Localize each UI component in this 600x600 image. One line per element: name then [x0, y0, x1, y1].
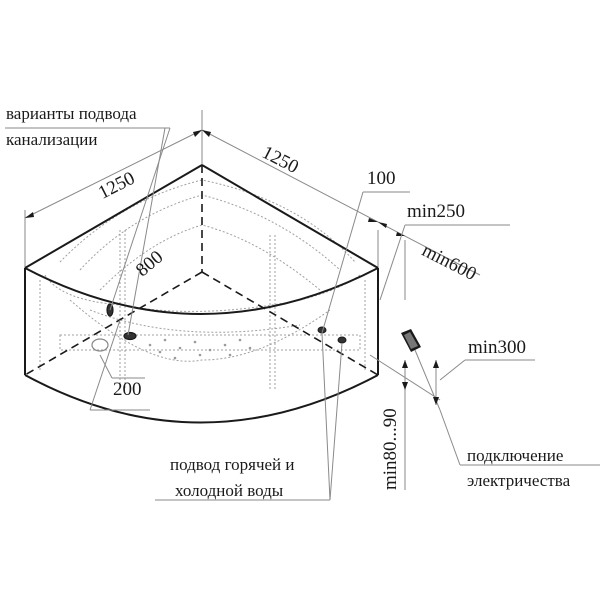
dimension-lines: [24, 110, 481, 300]
label-water-supply-1: подвод горячей и: [170, 455, 295, 474]
label-drain-options-line2: канализации: [6, 130, 98, 149]
electric-socket: [401, 329, 421, 352]
label-electric-1: подключение: [467, 446, 564, 465]
label-drain-options-line1: варианты подвода: [6, 104, 137, 123]
dimension-min300: min300: [468, 337, 527, 358]
label-water-supply-2: холодной воды: [175, 481, 284, 500]
label-drain-options-2: канализации: [6, 130, 97, 150]
dimension-floor-clearance: min80...90: [380, 408, 401, 490]
inner-corner: [24, 165, 379, 376]
small-arrows: [402, 360, 439, 405]
tub-outline: [24, 164, 379, 424]
dimension-drain-offset: 200: [113, 379, 142, 400]
massage-jets: [148, 338, 252, 360]
water-inlets: [317, 326, 347, 344]
arrowheads: [25, 130, 405, 236]
label-electric-2: электричества: [467, 471, 571, 490]
leader-lines: [5, 127, 600, 501]
dimension-min250: min250: [407, 201, 466, 222]
label-drain-options: варианты подвода: [6, 104, 137, 124]
dimension-inlet-offset: 100: [367, 168, 396, 189]
